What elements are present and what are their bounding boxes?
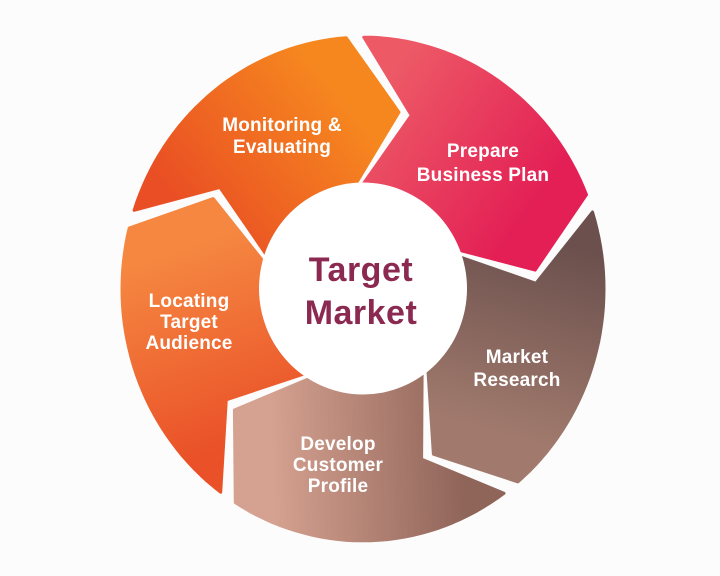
center-title-line-1: Target (309, 251, 413, 289)
segment-label-monitoring-evaluating: Monitoring &Evaluating (222, 115, 342, 158)
center-circle (259, 182, 467, 395)
center-title-line-2: Market (305, 294, 418, 332)
